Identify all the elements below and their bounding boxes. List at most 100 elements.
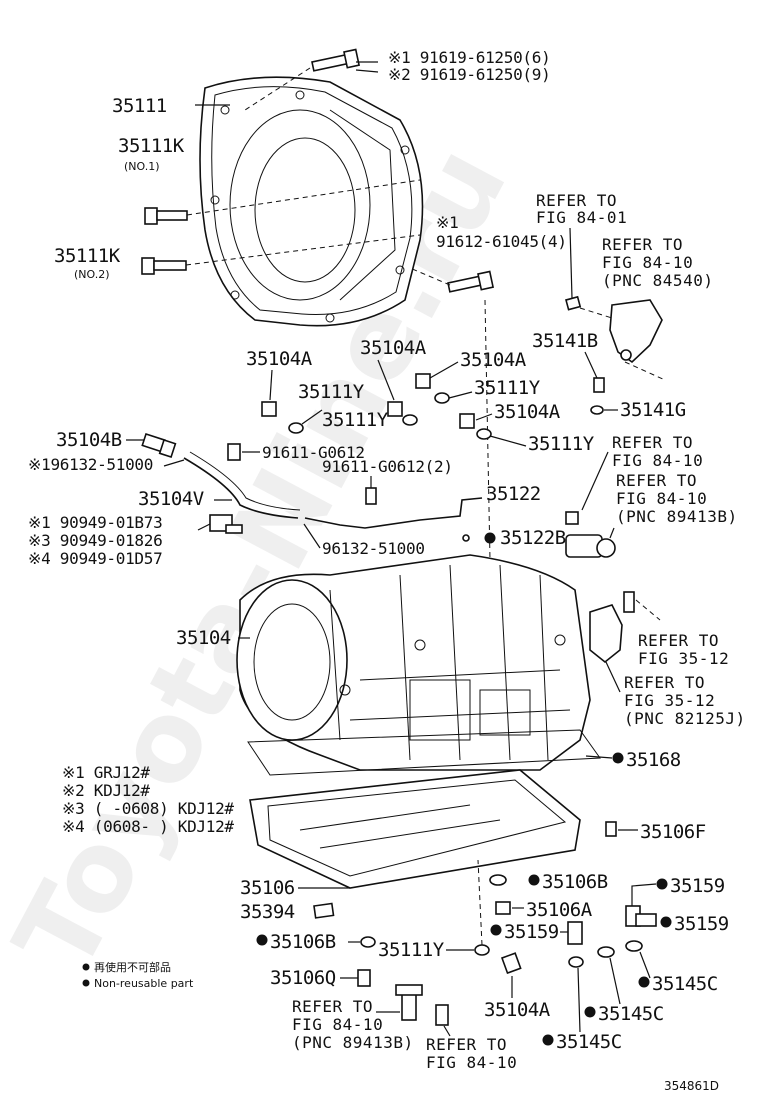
part-number-label: 35104A bbox=[360, 337, 427, 359]
part-number-label: 35159 bbox=[504, 921, 559, 943]
refer-to-label[interactable]: REFER TO bbox=[612, 433, 693, 452]
refer-to-label[interactable]: FIG 84-10 bbox=[426, 1053, 517, 1072]
non-reusable-dot bbox=[490, 924, 502, 936]
clamp-icon bbox=[209, 514, 243, 534]
plug-icon bbox=[261, 401, 277, 417]
refer-to-label[interactable]: REFER TO bbox=[638, 631, 719, 650]
part-number-label: 35159 bbox=[670, 875, 725, 897]
non-reusable-dot bbox=[638, 976, 650, 988]
gasket-icon bbox=[489, 874, 507, 886]
part-number-label: 35111Y bbox=[474, 377, 541, 399]
refer-to-label[interactable]: FIG 84-10 bbox=[292, 1015, 383, 1034]
part-number-label: 35111Y bbox=[322, 409, 389, 431]
bolt-part-label: ※2 91619-61250(9) bbox=[388, 65, 550, 84]
bolt-part-label: 91611-G0612 bbox=[262, 443, 365, 462]
refer-to-label[interactable]: FIG 84-10 bbox=[602, 253, 693, 272]
non-reusable-dot bbox=[612, 752, 624, 764]
hose-part-label: ※196132-51000 bbox=[28, 455, 153, 474]
part-number-label: 35145C bbox=[556, 1031, 622, 1053]
o-ring-icon bbox=[434, 392, 450, 404]
non-reusable-dot bbox=[256, 934, 268, 946]
sensor-icon bbox=[565, 295, 663, 364]
o-ring-icon bbox=[474, 944, 490, 956]
gasket-drawing bbox=[247, 729, 601, 776]
refer-to-label[interactable]: REFER TO bbox=[602, 235, 683, 254]
refer-to-label[interactable]: FIG 84-10 bbox=[612, 451, 703, 470]
plug-icon bbox=[495, 901, 511, 915]
model-note: ※1 GRJ12# bbox=[62, 763, 150, 782]
part-number-label: 35104V bbox=[138, 488, 204, 510]
part-number-label: 35145C bbox=[598, 1003, 664, 1025]
plug-icon bbox=[415, 373, 431, 389]
refer-to-label[interactable]: FIG 35-12 bbox=[638, 649, 729, 668]
non-reusable-dot bbox=[528, 874, 540, 886]
bolt-part-label: ※1 91619-61250(6) bbox=[388, 48, 550, 67]
part-number-label: 35111K bbox=[118, 135, 185, 157]
refer-to-label[interactable]: REFER TO bbox=[616, 471, 697, 490]
plug-icon bbox=[500, 952, 522, 975]
part-number-label: 35104 bbox=[176, 627, 231, 649]
sensor-icon bbox=[565, 534, 616, 558]
part-number-label: 35111Y bbox=[528, 433, 595, 455]
bolt-part-label: 91611-G0612(2) bbox=[322, 457, 453, 476]
model-note: ※3 ( -0608) KDJ12# bbox=[62, 799, 234, 818]
part-number-label: 35104A bbox=[484, 999, 551, 1021]
legend-label-jp: 再使用不可部品 bbox=[94, 960, 171, 974]
non-reusable-dot bbox=[584, 1006, 596, 1018]
part-number-label: 35106F bbox=[640, 821, 706, 843]
bolt-icon bbox=[311, 48, 361, 72]
refer-to-label[interactable]: (PNC 82125J) bbox=[624, 709, 746, 728]
drawing-code: 354861D bbox=[664, 1079, 719, 1093]
refer-to-label[interactable]: (PNC 89413B) bbox=[616, 507, 738, 526]
wire-part-label: ※3 90949-01826 bbox=[28, 531, 162, 550]
part-number-label: 35159 bbox=[674, 913, 729, 935]
bolt-icon bbox=[365, 487, 377, 505]
sensor-icon bbox=[589, 591, 635, 664]
bolt-icon bbox=[141, 257, 187, 275]
refer-to-label[interactable]: (PNC 89413B) bbox=[292, 1033, 414, 1052]
part-number-label: 35122 bbox=[486, 483, 541, 505]
non-reusable-dot bbox=[660, 916, 672, 928]
part-number-label: 35104A bbox=[246, 348, 313, 370]
pipe-fitting-icon bbox=[567, 921, 583, 945]
part-variant-label: (NO.1) bbox=[124, 160, 160, 173]
bolt-icon bbox=[447, 270, 495, 293]
o-ring-icon bbox=[288, 422, 304, 434]
part-number-label: 35111Y bbox=[298, 381, 365, 403]
transmission-case-drawing bbox=[236, 554, 591, 771]
gasket-icon bbox=[625, 940, 643, 952]
plug-icon bbox=[387, 401, 403, 417]
plug-icon bbox=[459, 413, 475, 429]
non-reusable-dot bbox=[542, 1034, 554, 1046]
wire-part-label: ※1 90949-01B73 bbox=[28, 513, 162, 532]
plug-icon bbox=[357, 969, 371, 987]
hose-part-label: 96132-51000 bbox=[322, 539, 425, 558]
part-number-label: 35111 bbox=[112, 95, 167, 117]
refer-to-label[interactable]: FIG 84-10 bbox=[616, 489, 707, 508]
part-number-label: 35141B bbox=[532, 330, 598, 352]
refer-to-label[interactable]: (PNC 84540) bbox=[602, 271, 713, 290]
part-number-label: 35104A bbox=[494, 401, 561, 423]
sensor-icon bbox=[395, 984, 423, 1021]
bolt-icon bbox=[565, 511, 579, 525]
part-number-label: 35104A bbox=[460, 349, 527, 371]
bolt-part-label: ※1 bbox=[436, 213, 458, 232]
part-number-label: 35106A bbox=[526, 899, 593, 921]
refer-to-label[interactable]: REFER TO bbox=[292, 997, 373, 1016]
o-ring-icon bbox=[476, 428, 492, 440]
gasket-icon bbox=[360, 936, 376, 948]
plug-icon bbox=[605, 821, 617, 837]
bolt-icon bbox=[144, 207, 188, 225]
part-number-label: 35106Q bbox=[270, 967, 336, 989]
legend-label-en: Non-reusable part bbox=[94, 977, 194, 990]
bell-housing-drawing bbox=[199, 76, 424, 327]
refer-to-label[interactable]: REFER TO bbox=[426, 1035, 507, 1054]
wire-part-label: ※4 90949-01D57 bbox=[28, 549, 162, 568]
refer-to-label[interactable]: REFER TO bbox=[624, 673, 705, 692]
part-number-label: 35106B bbox=[542, 871, 608, 893]
refer-to-label[interactable]: FIG 84-01 bbox=[536, 208, 627, 227]
refer-to-label[interactable]: REFER TO bbox=[536, 191, 617, 210]
refer-to-label[interactable]: FIG 35-12 bbox=[624, 691, 715, 710]
pipe-fitting-icon bbox=[635, 913, 657, 927]
